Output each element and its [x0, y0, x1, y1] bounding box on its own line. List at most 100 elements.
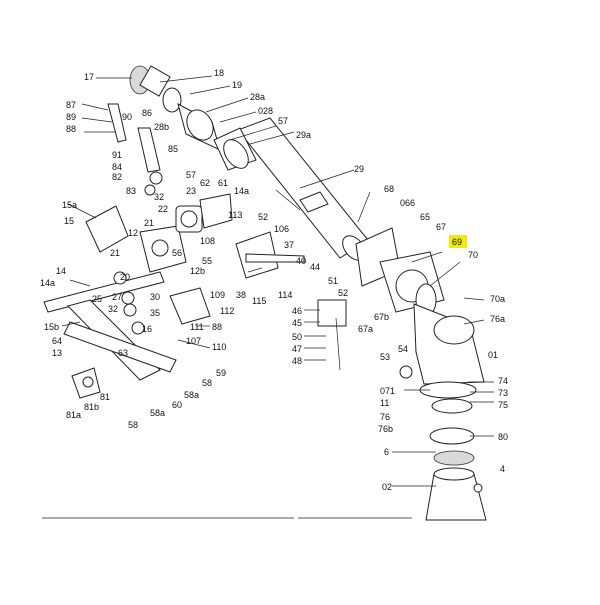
label-88-b: 88 — [212, 322, 222, 332]
label-57-b: 57 — [186, 170, 196, 180]
label-56: 56 — [172, 248, 182, 258]
label-066: 066 — [400, 198, 415, 208]
label-112: 112 — [220, 306, 234, 316]
linkage-bracket — [235, 231, 347, 371]
label-16: 16 — [142, 324, 152, 334]
label-80: 80 — [498, 432, 508, 442]
label-82: 82 — [112, 172, 122, 182]
label-67: 67 — [436, 222, 446, 232]
label-64: 64 — [52, 336, 62, 346]
label-02: 02 — [382, 482, 392, 492]
label-11: 11 — [380, 398, 389, 408]
label-106: 106 — [274, 224, 289, 234]
highlight-marker — [449, 235, 467, 248]
label-27: 27 — [112, 292, 122, 302]
label-21-b: 21 — [110, 248, 120, 258]
label-61: 61 — [218, 178, 228, 188]
label-15a: 15a — [62, 200, 77, 210]
label-107: 107 — [186, 336, 201, 346]
label-52: 52 — [258, 212, 268, 222]
label-58a-b: 58a — [150, 408, 165, 418]
label-91: 91 — [112, 150, 122, 160]
label-108: 108 — [200, 236, 215, 246]
label-58: 58 — [202, 378, 212, 388]
label-12b: 12b — [190, 266, 205, 276]
label-70a: 70a — [490, 294, 505, 304]
label-37: 37 — [284, 240, 294, 250]
clamp-81 — [71, 367, 101, 399]
label-12: 12 — [128, 228, 138, 238]
label-32: 32 — [154, 192, 164, 202]
label-110: 110 — [212, 342, 226, 352]
label-113: 113 — [228, 210, 242, 220]
label-109: 109 — [210, 290, 225, 300]
label-87: 87 — [66, 100, 76, 110]
label-69: 69 — [452, 237, 462, 247]
lower-pipe — [425, 398, 487, 521]
label-70: 70 — [468, 250, 478, 260]
elbow-coupler — [85, 193, 233, 273]
nozzle-assembly — [129, 65, 257, 171]
label-74: 74 — [498, 376, 508, 386]
label-65: 65 — [420, 212, 430, 222]
label-50: 50 — [292, 332, 302, 342]
label-90: 90 — [122, 112, 132, 122]
label-76: 76 — [380, 412, 390, 422]
label-30: 30 — [150, 292, 160, 302]
label-38: 38 — [236, 290, 246, 300]
label-67a: 67a — [358, 324, 373, 334]
label-15b: 15b — [44, 322, 59, 332]
label-20: 20 — [120, 272, 130, 282]
label-6: 6 — [384, 447, 389, 457]
label-63: 63 — [118, 348, 128, 358]
label-18: 18 — [214, 68, 224, 78]
label-071: 071 — [380, 386, 395, 396]
label-01: 01 — [488, 350, 498, 360]
label-54: 54 — [398, 344, 408, 354]
label-86: 86 — [142, 108, 152, 118]
label-17: 17 — [84, 72, 94, 82]
part-labels: 17 18 19 28a 028 57 29a 87 90 86 89 88 2… — [40, 68, 508, 492]
label-44: 44 — [310, 262, 320, 272]
leader-lines — [61, 75, 494, 487]
label-115: 115 — [252, 296, 266, 306]
label-111: 111 — [190, 322, 204, 332]
label-81: 81 — [100, 392, 110, 402]
label-52-b: 52 — [338, 288, 348, 298]
label-14a: 14a — [234, 186, 249, 196]
hand-lever — [107, 103, 163, 196]
arm-assembly — [43, 271, 211, 381]
label-45: 45 — [292, 318, 302, 328]
label-13: 13 — [52, 348, 62, 358]
valve-body — [355, 227, 485, 399]
label-84: 84 — [112, 162, 122, 172]
label-19: 19 — [232, 80, 242, 90]
label-46: 46 — [292, 306, 302, 316]
label-67b: 67b — [374, 312, 389, 322]
label-68: 68 — [384, 184, 394, 194]
label-25: 25 — [92, 294, 102, 304]
label-29a: 29a — [296, 130, 311, 140]
label-57: 57 — [278, 116, 288, 126]
label-32-b: 32 — [108, 304, 118, 314]
label-28a: 28a — [250, 92, 265, 102]
label-47: 47 — [292, 344, 302, 354]
label-53: 53 — [380, 352, 390, 362]
label-75: 75 — [498, 400, 508, 410]
label-83: 83 — [126, 186, 136, 196]
label-40: 40 — [296, 256, 306, 266]
label-60: 60 — [172, 400, 182, 410]
label-85: 85 — [168, 144, 178, 154]
label-35: 35 — [150, 308, 160, 318]
label-73: 73 — [498, 388, 508, 398]
label-21: 21 — [144, 218, 154, 228]
label-58-c: 58 — [128, 420, 138, 430]
label-62: 62 — [200, 178, 210, 188]
label-114: 114 — [278, 290, 292, 300]
label-81b: 81b — [84, 402, 99, 412]
label-51: 51 — [328, 276, 338, 286]
label-15: 15 — [64, 216, 74, 226]
label-23: 23 — [186, 186, 196, 196]
